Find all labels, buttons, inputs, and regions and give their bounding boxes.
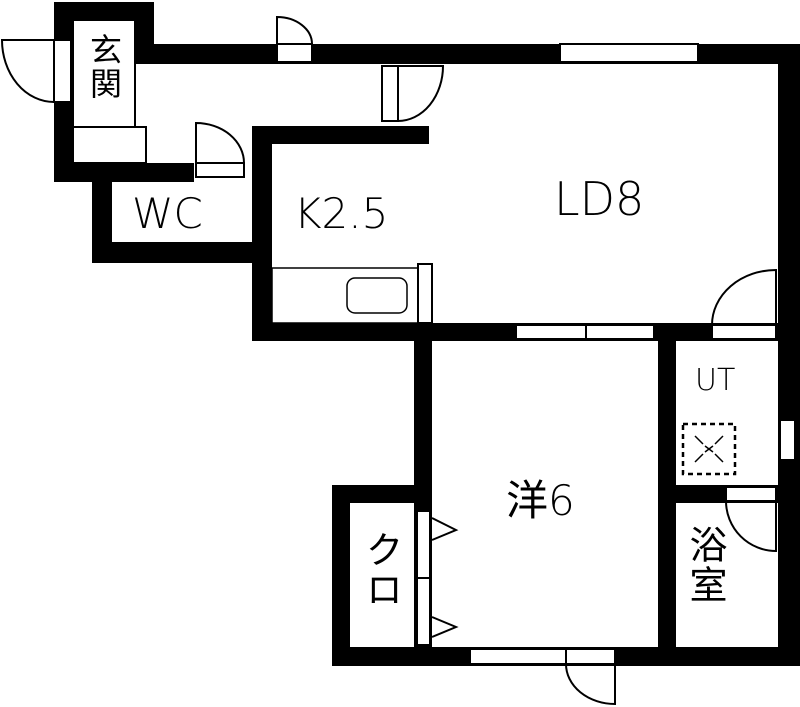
closet-door-marker	[431, 517, 459, 541]
room-label-wc: WC	[132, 189, 203, 238]
washing-machine-space-icon	[681, 422, 737, 476]
bath-door-swing	[725, 500, 777, 553]
room-label-ld: LD8	[554, 172, 645, 226]
room-label-utility: UT	[695, 363, 736, 398]
bottom-door-swing	[565, 663, 616, 706]
door-swings	[0, 15, 777, 706]
kitchen-sink-icon	[346, 277, 408, 314]
room-label-genkan: 玄関	[85, 33, 123, 101]
room-label-bath: 浴室	[683, 525, 727, 605]
room-label-western: 洋6	[506, 476, 575, 525]
fixtures	[346, 277, 737, 476]
openings	[53, 19, 796, 665]
top-door-swing	[276, 15, 313, 45]
room-label-kitchen: K2.5	[294, 189, 389, 238]
hallway-door-swing	[397, 65, 445, 122]
ut-door-swing	[711, 268, 777, 326]
walls	[54, 2, 800, 666]
washer-x-mark	[694, 435, 724, 463]
wc-door-swing	[195, 121, 245, 164]
room-label-closet: クロ	[359, 530, 403, 610]
entry-door-swing	[0, 39, 55, 103]
closet-door-marker	[431, 616, 459, 638]
